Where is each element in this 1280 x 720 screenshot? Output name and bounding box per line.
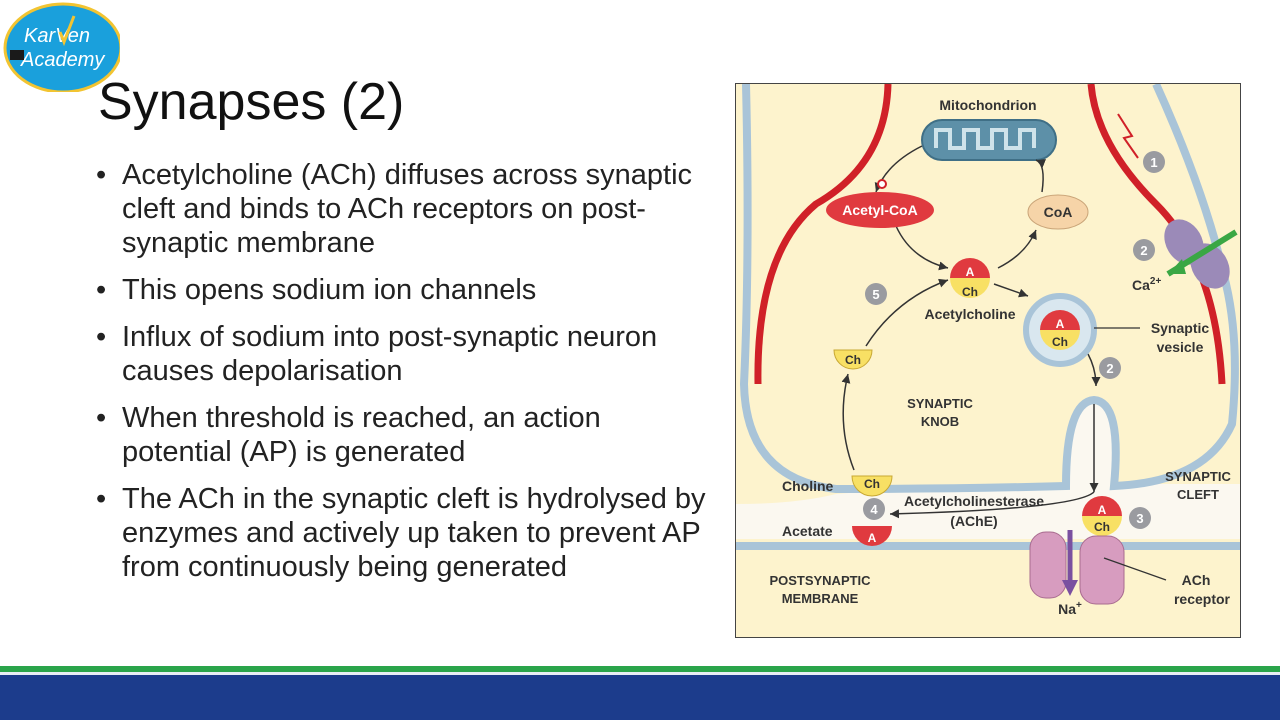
axon-membrane-right	[1087, 84, 1226, 385]
postsynaptic-label-1: POSTSYNAPTIC	[769, 573, 871, 588]
acetyl-coa-label: Acetyl-CoA	[842, 202, 917, 218]
bullet-list: Acetylcholine (ACh) diffuses across syna…	[96, 158, 706, 597]
na-ion-label: Na+	[1058, 600, 1082, 617]
bound-acetylcholine: A Ch	[1082, 496, 1122, 536]
mitochondrion	[921, 119, 1057, 161]
footer-green-stripe	[0, 666, 1280, 672]
choline-product: Ch	[851, 475, 893, 497]
choline-molecule: Ch	[833, 349, 873, 370]
svg-text:3: 3	[1136, 511, 1143, 526]
logo-line1: KarVen	[24, 25, 90, 47]
step-marker-4: 4	[863, 498, 885, 520]
svg-text:A: A	[868, 531, 877, 545]
svg-text:A: A	[1098, 503, 1107, 517]
axon-membrane-left	[754, 84, 892, 385]
synaptic-knob-label-1: SYNAPTIC	[907, 396, 973, 411]
ach-receptor	[1029, 531, 1125, 605]
choline-label: Choline	[782, 478, 834, 494]
action-potential-icon	[1117, 113, 1139, 159]
bullet-item: This opens sodium ion channels	[96, 273, 706, 307]
footer-blue-bar	[0, 675, 1280, 720]
synaptic-vesicle-label-1: Synaptic	[1151, 320, 1210, 336]
mitochondrion-label: Mitochondrion	[939, 97, 1036, 113]
acetyl-coa-molecule: Acetyl-CoA	[826, 192, 934, 228]
step-marker-2b: 2	[1099, 357, 1121, 379]
bullet-item: When threshold is reached, an action pot…	[96, 401, 706, 469]
ca-ion-label: Ca2+	[1132, 276, 1161, 293]
step-marker-3: 3	[1129, 507, 1151, 529]
acetylcholine-label: Acetylcholine	[924, 306, 1015, 322]
ch-label: Ch	[962, 285, 978, 299]
svg-text:Ch: Ch	[1094, 520, 1110, 534]
step-marker-1: 1	[1143, 151, 1165, 173]
logo-line2: Academy	[20, 49, 105, 71]
presynaptic-membrane	[739, 84, 1239, 494]
synaptic-cleft-label-2: CLEFT	[1177, 487, 1219, 502]
svg-text:2: 2	[1106, 361, 1113, 376]
page-title: Synapses (2)	[98, 73, 405, 131]
ach-receptor-label-1: ACh	[1182, 572, 1211, 588]
bullet-item: Influx of sodium into post-synaptic neur…	[96, 320, 706, 388]
step-marker-2: 2	[1133, 239, 1155, 261]
ache-label-1: Acetylcholinesterase	[904, 493, 1044, 509]
checkmark-icon	[58, 15, 76, 47]
ache-label-2: (AChE)	[950, 513, 997, 529]
svg-text:Ch: Ch	[845, 353, 861, 367]
coa-molecule: CoA	[1027, 194, 1089, 230]
coa-label: CoA	[1044, 204, 1073, 220]
ch-label: Ch	[1052, 335, 1068, 349]
svg-text:Ch: Ch	[864, 477, 880, 491]
acetylcholine-molecule: A Ch	[950, 258, 990, 299]
a-label: A	[1056, 317, 1065, 331]
synaptic-vesicle: A Ch	[1023, 293, 1097, 367]
bullet-item: Acetylcholine (ACh) diffuses across syna…	[96, 158, 706, 260]
svg-text:2: 2	[1140, 243, 1147, 258]
a-label: A	[966, 265, 975, 279]
acetate-product: A	[852, 526, 892, 546]
postsynaptic-label-2: MEMBRANE	[782, 591, 859, 606]
footer-divider	[0, 672, 1280, 675]
svg-text:5: 5	[872, 287, 879, 302]
ach-receptor-label-2: receptor	[1174, 591, 1231, 607]
graduation-cap-icon	[10, 50, 24, 60]
svg-text:4: 4	[870, 502, 878, 517]
synaptic-cleft-label-1: SYNAPTIC	[1165, 469, 1231, 484]
karven-academy-logo: KarVen Academy	[2, 2, 123, 94]
acetate-label: Acetate	[782, 523, 833, 539]
svg-text:1: 1	[1150, 155, 1157, 170]
step-marker-5: 5	[865, 283, 887, 305]
laser-pointer-icon	[877, 179, 887, 189]
bullet-item: The ACh in the synaptic cleft is hydroly…	[96, 482, 706, 584]
synapse-diagram: Mitochondrion Acetyl-CoA CoA A	[735, 83, 1241, 638]
synaptic-vesicle-label-2: vesicle	[1157, 339, 1204, 355]
synaptic-knob-label-2: KNOB	[921, 414, 959, 429]
